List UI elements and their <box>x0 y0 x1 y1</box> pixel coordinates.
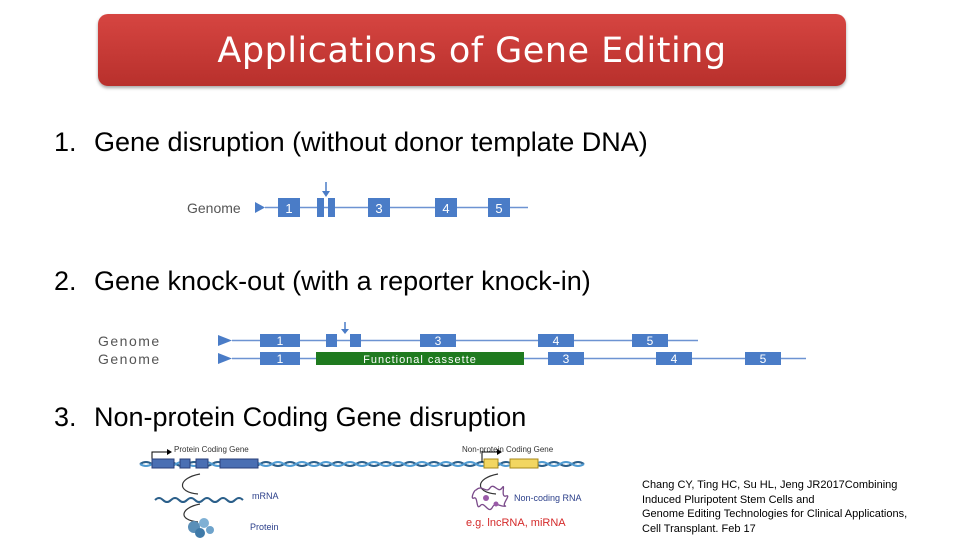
exon-box <box>538 334 574 347</box>
exon-box <box>488 198 510 217</box>
exon-box <box>368 198 390 217</box>
citation-line: Cell Transplant. Feb 17 <box>642 522 756 535</box>
item-text: Gene knock-out (with a reporter knock-in… <box>94 266 591 296</box>
exon-box <box>435 198 457 217</box>
mrna-label: mRNA <box>252 491 279 501</box>
noncoding-exon <box>509 458 539 469</box>
cut-exon-left <box>317 198 324 217</box>
list-item-1: 1. Gene disruption (without donor templat… <box>54 126 648 158</box>
exon-box <box>632 334 668 347</box>
list-item-3: 3. Non-protein Coding Gene disruption <box>54 401 526 433</box>
exon-box <box>548 352 584 365</box>
exon-label: 3 <box>563 352 570 366</box>
exon-label: 4 <box>553 334 560 348</box>
list-item-2: 2. Gene knock-out (with a reporter knock-… <box>54 265 591 297</box>
exon-box <box>278 198 300 217</box>
exon-box <box>420 334 456 347</box>
slide-title: Applications of Gene Editing <box>217 31 727 71</box>
genome-arrow-icon <box>218 353 232 364</box>
exon-label: 5 <box>760 352 767 366</box>
cut-exon-right <box>350 334 361 347</box>
exon-label: 5 <box>495 201 502 216</box>
non-coding-rna-label: Non-coding RNA <box>514 493 582 503</box>
transcription-curve-icon <box>181 473 201 495</box>
promoter-arrowhead-icon <box>167 449 172 455</box>
cut-site-arrowhead-icon <box>341 329 349 334</box>
exon-label: 3 <box>375 201 382 216</box>
exon-label: 1 <box>285 201 292 216</box>
exon-label: 5 <box>647 334 654 348</box>
translation-curve-icon <box>183 503 201 523</box>
cut-exon-right <box>328 198 335 217</box>
exon-label: 4 <box>442 201 449 216</box>
example-label: e.g. lncRNA, miRNA <box>466 517 566 529</box>
protein-coding-label: Protein Coding Gene <box>174 445 249 454</box>
citation-line: Induced Pluripotent Stem Cells and <box>642 493 815 506</box>
citation: Chang CY, Ting HC, Su HL, Jeng JR2017Com… <box>642 478 954 536</box>
mrna-strand <box>154 497 244 503</box>
exon-box <box>260 352 300 365</box>
exon-label: 1 <box>277 352 284 366</box>
coding-exon <box>151 458 175 469</box>
item-number: 3. <box>54 402 77 432</box>
title-banner: Applications of Gene Editing <box>98 14 846 86</box>
transcription-curve-icon <box>479 473 499 495</box>
citation-line: Genome Editing Technologies for Clinical… <box>642 508 908 520</box>
exon-label: 1 <box>277 334 284 348</box>
promoter-arrowhead-icon <box>497 449 502 455</box>
item-number: 2. <box>54 266 77 296</box>
genome-label: Genome <box>187 200 241 216</box>
genome-label-row1: Genome <box>98 333 161 349</box>
exon-box <box>745 352 781 365</box>
coding-exon <box>219 458 259 469</box>
protein-label: Protein <box>250 522 279 532</box>
item-number: 1. <box>54 127 77 157</box>
exon-box <box>260 334 300 347</box>
cut-exon-left <box>326 334 337 347</box>
citation-line: Chang CY, Ting HC, Su HL, Jeng JR2017Com… <box>642 479 898 491</box>
promoter-arrow-icon <box>481 451 498 462</box>
functional-cassette <box>316 352 524 365</box>
coding-exon <box>195 458 209 469</box>
genome-arrow-icon <box>218 335 232 346</box>
ncrna-structure-icon <box>471 485 509 511</box>
cut-site-arrowhead-icon <box>322 191 330 197</box>
functional-cassette-label: Functional cassette <box>363 354 477 366</box>
genome-label-row2: Genome <box>98 351 161 367</box>
protein-structure-icon <box>188 518 214 538</box>
genome-arrow-icon <box>255 202 265 213</box>
exon-box <box>656 352 692 365</box>
coding-exon <box>179 458 191 469</box>
item-text: Gene disruption (without donor template … <box>94 127 648 157</box>
item-text: Non-protein Coding Gene disruption <box>94 402 527 432</box>
exon-label: 3 <box>435 334 442 348</box>
noncoding-exon <box>483 458 499 469</box>
non-protein-coding-label: Non-protein Coding Gene <box>462 445 554 454</box>
exon-label: 4 <box>671 352 678 366</box>
